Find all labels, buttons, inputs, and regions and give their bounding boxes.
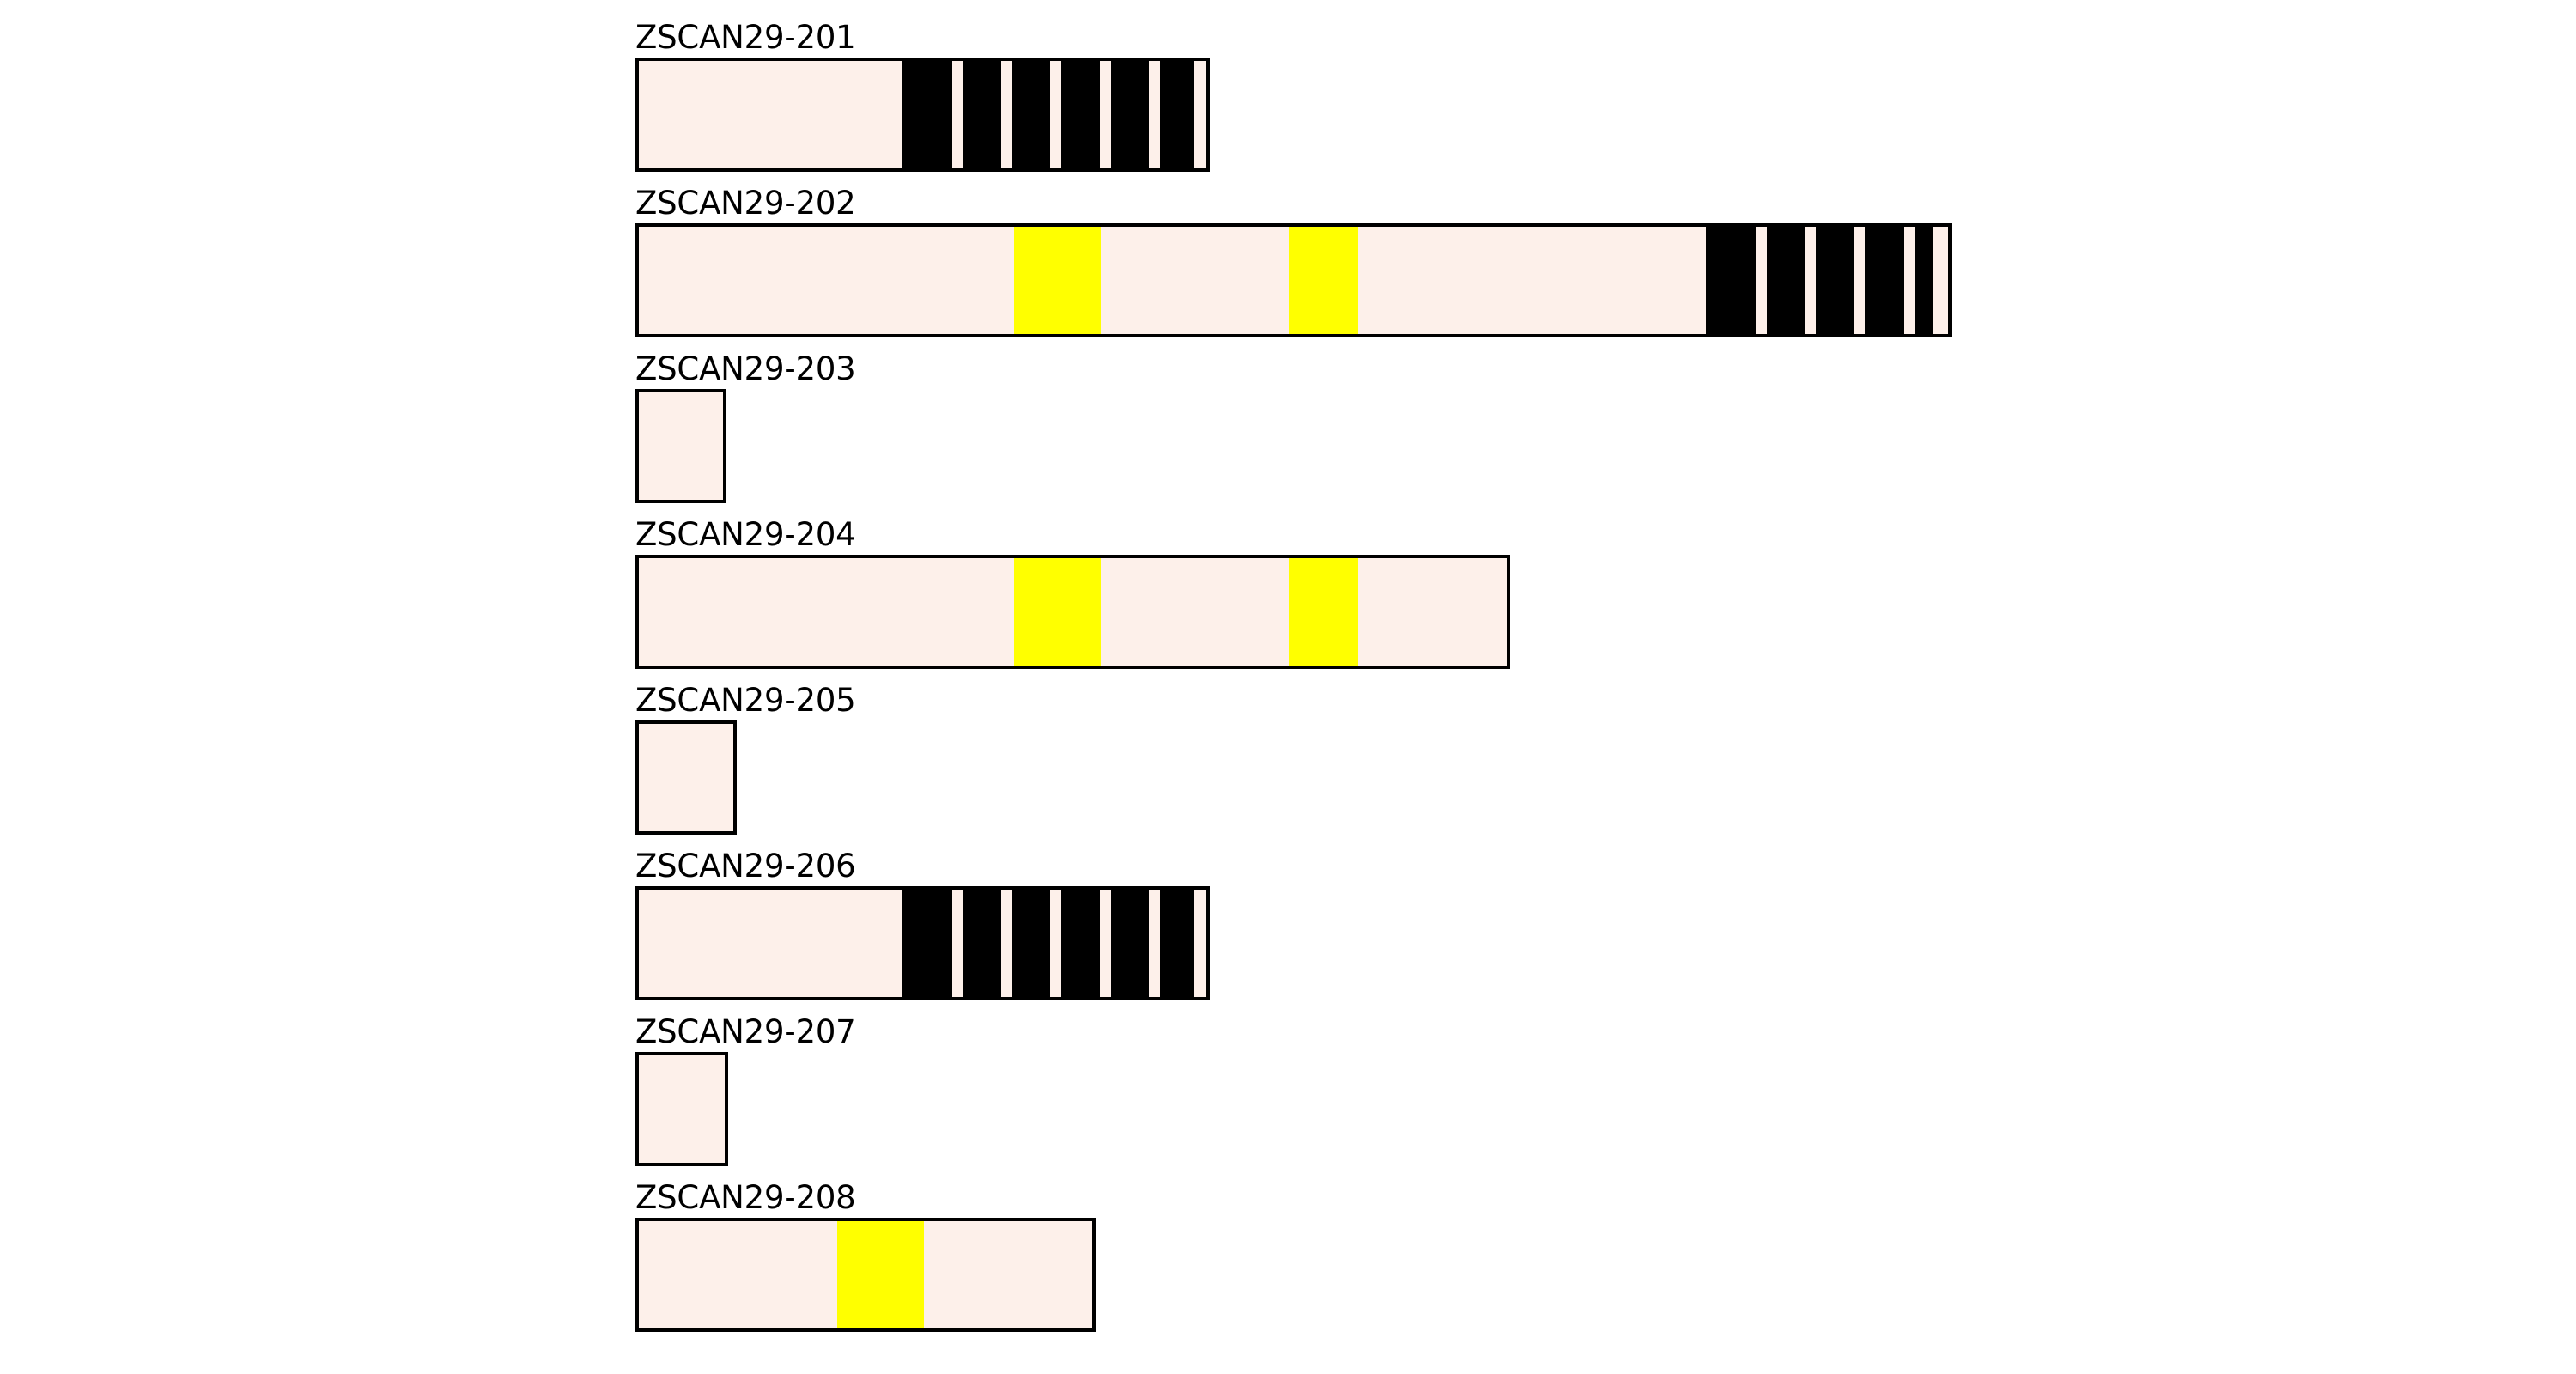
transcript-segment-exon xyxy=(639,1221,837,1328)
transcript-segment-intron xyxy=(902,61,952,168)
transcript-segment-intron xyxy=(1012,61,1050,168)
transcript-segment-intron xyxy=(1160,61,1194,168)
transcript-segment-intron xyxy=(1915,227,1933,334)
transcript-bar[interactable] xyxy=(635,886,1210,1000)
transcript-label: ZSCAN29-206 xyxy=(635,848,856,885)
transcript-segment-exon xyxy=(1001,61,1012,168)
transcript-label: ZSCAN29-205 xyxy=(635,682,856,719)
transcript-segment-exon xyxy=(1904,227,1915,334)
transcript-bar[interactable] xyxy=(635,720,737,835)
transcript-label: ZSCAN29-204 xyxy=(635,516,856,553)
transcript-segment-exon xyxy=(639,890,902,997)
transcript-segment-intron xyxy=(1061,61,1100,168)
transcript-segment-exon xyxy=(1933,227,1948,334)
transcript-segment-utr xyxy=(837,1221,924,1328)
transcript-segment-exon xyxy=(1854,227,1865,334)
transcript-segment-utr xyxy=(1289,558,1358,666)
transcript-segment-exon xyxy=(639,392,723,500)
transcript-segment-intron xyxy=(1706,227,1756,334)
transcript-segment-exon xyxy=(1001,890,1012,997)
transcript-track[interactable]: ZSCAN29-203 xyxy=(635,352,856,503)
transcript-bar[interactable] xyxy=(635,555,1510,669)
transcript-label: ZSCAN29-207 xyxy=(635,1013,856,1050)
transcript-bar[interactable] xyxy=(635,1052,728,1166)
transcript-segment-intron xyxy=(1061,890,1100,997)
transcript-segment-exon xyxy=(1050,890,1061,997)
transcript-segment-intron xyxy=(1111,890,1149,997)
transcript-segment-exon xyxy=(639,1055,725,1163)
transcript-segment-exon xyxy=(1149,61,1160,168)
transcript-label: ZSCAN29-202 xyxy=(635,185,856,222)
transcript-segment-exon xyxy=(1100,890,1111,997)
transcript-segment-intron xyxy=(963,890,1001,997)
transcript-segment-exon xyxy=(952,890,963,997)
transcript-segment-intron xyxy=(1012,890,1050,997)
transcript-segment-exon xyxy=(1100,61,1111,168)
transcript-segment-exon xyxy=(1358,558,1507,666)
transcript-segment-utr xyxy=(1289,227,1358,334)
transcript-segment-exon xyxy=(639,227,1014,334)
transcript-segment-exon xyxy=(639,558,1014,666)
transcript-segment-intron xyxy=(1767,227,1805,334)
transcript-label: ZSCAN29-208 xyxy=(635,1179,856,1216)
transcript-segment-exon xyxy=(924,1221,1092,1328)
transcript-segment-intron xyxy=(1865,227,1904,334)
transcript-segment-exon xyxy=(1194,61,1206,168)
transcript-segment-intron xyxy=(902,890,952,997)
transcript-segment-exon xyxy=(1050,61,1061,168)
transcript-segment-intron xyxy=(963,61,1001,168)
transcript-bar[interactable] xyxy=(635,223,1952,337)
transcript-track[interactable]: ZSCAN29-201 xyxy=(635,21,1210,172)
transcript-bar[interactable] xyxy=(635,389,726,503)
transcript-segment-exon xyxy=(1805,227,1816,334)
transcript-track[interactable]: ZSCAN29-202 xyxy=(635,186,1952,337)
transcript-track[interactable]: ZSCAN29-208 xyxy=(635,1181,1096,1332)
transcript-segment-intron xyxy=(1111,61,1149,168)
transcript-segment-utr xyxy=(1014,227,1101,334)
transcript-segment-exon xyxy=(1756,227,1767,334)
transcript-segment-exon xyxy=(1358,227,1706,334)
transcript-track[interactable]: ZSCAN29-206 xyxy=(635,849,1210,1000)
transcript-segment-exon xyxy=(1149,890,1160,997)
transcript-segment-utr xyxy=(1014,558,1101,666)
transcript-bar[interactable] xyxy=(635,58,1210,172)
transcript-segment-exon xyxy=(952,61,963,168)
transcript-segment-exon xyxy=(639,724,733,831)
transcript-segment-exon xyxy=(1101,558,1289,666)
transcript-track[interactable]: ZSCAN29-207 xyxy=(635,1015,856,1166)
transcript-segment-exon xyxy=(1101,227,1289,334)
transcript-segment-intron xyxy=(1816,227,1854,334)
transcript-track[interactable]: ZSCAN29-204 xyxy=(635,518,1510,669)
transcript-label: ZSCAN29-203 xyxy=(635,350,856,387)
transcript-label: ZSCAN29-201 xyxy=(635,19,856,56)
transcript-segment-exon xyxy=(639,61,902,168)
transcript-track[interactable]: ZSCAN29-205 xyxy=(635,684,856,835)
transcript-segment-intron xyxy=(1160,890,1194,997)
transcript-bar[interactable] xyxy=(635,1218,1096,1332)
transcript-segment-exon xyxy=(1194,890,1206,997)
